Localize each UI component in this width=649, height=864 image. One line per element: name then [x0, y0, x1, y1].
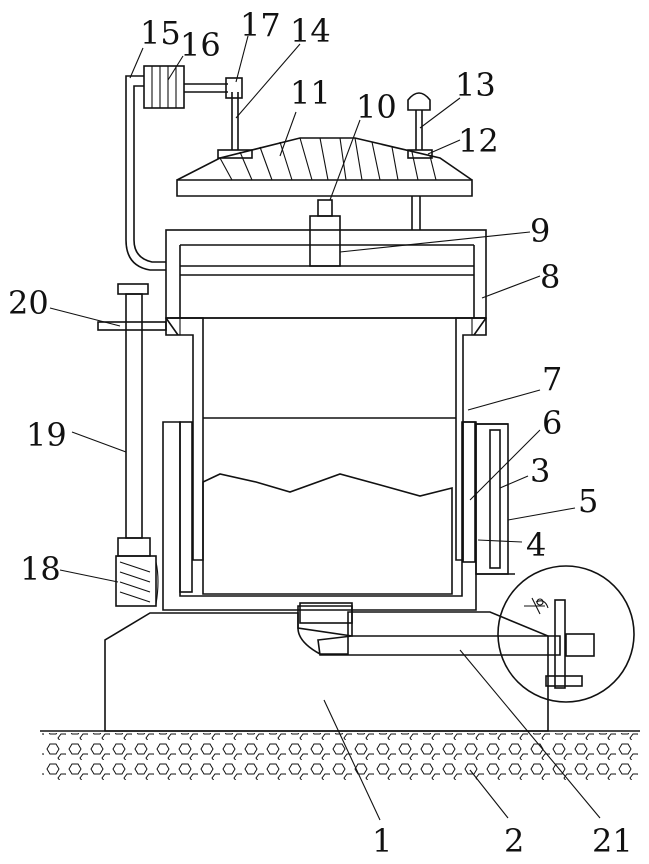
motor — [144, 66, 228, 108]
label-3: 3 — [530, 452, 550, 490]
label-18: 18 — [20, 550, 61, 588]
outer-tank — [163, 422, 476, 610]
inner-tank — [166, 318, 486, 560]
concrete-base — [105, 603, 560, 731]
label-1: 1 — [372, 822, 392, 860]
vent-pipe — [408, 93, 432, 158]
label-16: 16 — [180, 26, 221, 64]
leader-lines — [50, 36, 600, 820]
label-13: 13 — [455, 66, 496, 104]
cylinder-assembly — [310, 200, 340, 266]
label-4: 4 — [526, 526, 546, 564]
filter-media — [203, 474, 452, 594]
label-20: 20 — [8, 284, 49, 322]
left-insulation-wall — [180, 422, 192, 592]
label-6: 6 — [542, 404, 562, 442]
ground-layer — [40, 731, 640, 783]
upper-frame — [166, 230, 486, 318]
label-15: 15 — [140, 14, 181, 52]
label-19: 19 — [26, 416, 67, 454]
label-7: 7 — [542, 360, 562, 398]
support-rod — [218, 78, 252, 158]
label-8: 8 — [540, 258, 560, 296]
level-gauge — [476, 424, 515, 574]
label-14: 14 — [290, 12, 331, 50]
part-labels: 15 16 17 14 13 11 10 12 9 8 20 7 19 6 3 … — [8, 6, 633, 860]
label-12: 12 — [458, 122, 499, 160]
label-2: 2 — [504, 822, 524, 860]
label-17: 17 — [240, 6, 281, 44]
valve-detail — [498, 566, 634, 702]
label-5: 5 — [578, 482, 598, 520]
label-11: 11 — [290, 74, 331, 112]
label-10: 10 — [356, 88, 397, 126]
right-insulation-wall — [463, 422, 475, 562]
label-9: 9 — [530, 212, 550, 250]
label-21: 21 — [592, 822, 633, 860]
